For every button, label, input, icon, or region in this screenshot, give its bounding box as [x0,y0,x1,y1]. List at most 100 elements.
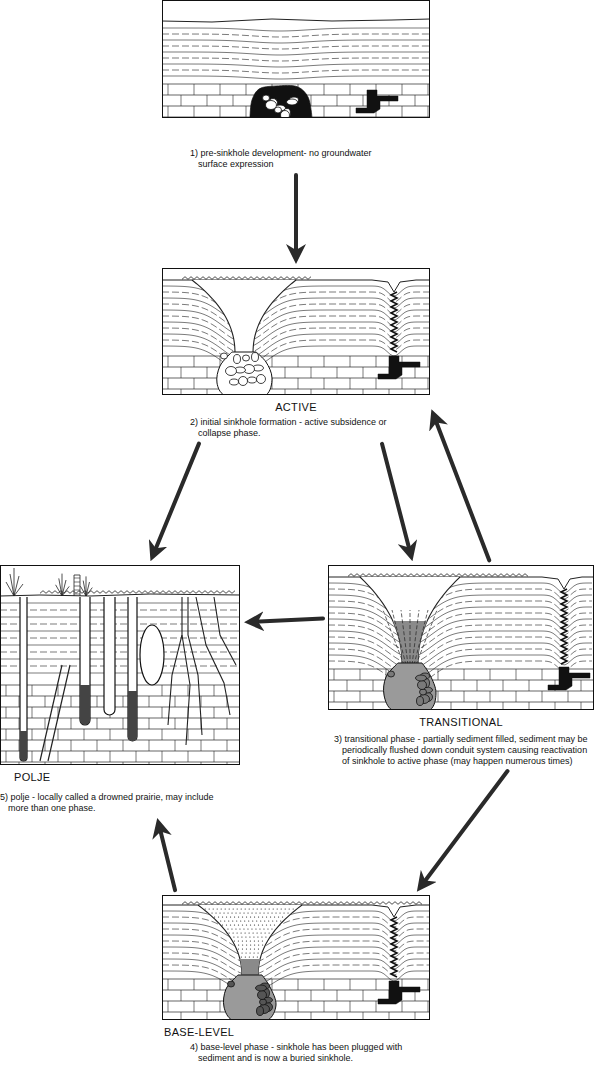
water-table [182,902,422,905]
rubble-block [388,671,395,677]
sediment-dot [254,940,255,941]
limestone-joint [6,685,7,696]
limestone-joint [402,106,403,117]
stratum-line [162,70,429,73]
sediment-layer [401,610,408,665]
limestone-joint [32,707,33,718]
sediment-dot [242,944,243,945]
sediment-dot [271,912,272,913]
panel-frame [163,1,430,118]
limestone-joint [19,718,20,729]
sediment-dot [231,912,232,913]
limestone-joint [464,669,465,680]
limestone-joint [220,979,221,990]
phase-panel: ACTIVE2) initial sinkhole formation - ac… [162,268,430,439]
stratum-line [162,947,429,969]
sediment-layer [410,610,411,665]
limestone-joint [181,1012,182,1020]
sediment-dot [209,908,210,909]
limestone-joint [337,367,338,378]
limestone-joint [402,84,403,95]
sediment-dot [283,912,284,913]
sediment-dot [278,916,279,917]
limestone-joint [428,84,429,95]
phase-arrow [153,444,199,556]
limestone-joint [438,669,439,680]
limestone-joint [149,740,150,751]
phase-caption: 4) base-level phase - sinkhole has been … [162,1042,410,1064]
sediment-dot [285,908,286,909]
sediment-dot [241,936,242,937]
limestone-joint [350,1001,351,1012]
sediment-dot [249,908,250,909]
stratum-line [328,649,592,675]
limestone-joint [581,702,582,710]
limestone-joint [168,356,169,367]
limestone-joint [97,740,98,751]
sediment-dot [246,916,247,917]
sediment-dot [254,916,255,917]
sediment-dot [281,908,282,909]
sinkhole-cross-section [162,0,430,118]
sediment-dot [238,944,239,945]
sediment-dot [258,940,259,941]
phase-arrow [382,444,411,555]
solution-pipe [128,597,137,741]
limestone-joint [503,680,504,691]
limestone-joint [162,707,163,718]
limestone-joint [233,95,234,106]
stratum-line [328,595,592,621]
limestone-joint [350,356,351,367]
sediment-dot [205,908,206,909]
limestone-joint [350,106,351,117]
stratum-line [328,625,592,651]
sediment-dot [223,912,224,913]
limestone-joint [337,1012,338,1020]
sediment-dot [249,952,250,953]
pipe-sediment [128,691,137,741]
sediment-dot [250,924,251,925]
sediment-dot [249,932,250,933]
limestone-joint [298,378,299,389]
limestone-joint [71,740,72,751]
root-channel [168,597,182,725]
limestone-joint [207,367,208,378]
limestone-joint [194,356,195,367]
limestone-joint [402,378,403,389]
sediment-dot [245,908,246,909]
sediment-dot [220,920,221,921]
sediment-dot [218,916,219,917]
sediment-dot [241,956,242,957]
rubble-block [281,111,290,119]
limestone-joint [45,718,46,729]
sinkhole-fill [198,905,302,977]
sediment-dot [230,916,231,917]
limestone-joint [428,1001,429,1012]
sediment-dot [262,924,263,925]
limestone-bed [0,729,240,730]
sediment-dot [235,912,236,913]
sediment-dot [245,952,246,953]
limestone-joint [363,95,364,106]
plant [62,574,63,596]
sediment-dot [258,924,259,925]
phase-caption: 2) initial sinkhole formation - active s… [162,417,392,439]
panel-frame [329,566,594,710]
limestone-joint [350,979,351,990]
plant [6,582,14,596]
sediment-dot [226,924,227,925]
limestone-joint [324,356,325,367]
limestone-joint [324,378,325,389]
limestone-joint [220,1001,221,1012]
stratum-line [162,911,429,933]
limestone-joint [490,669,491,680]
sinkhole-cross-section [328,565,594,710]
sediment-dot [257,952,258,953]
sediment-dot [265,936,266,937]
limestone-joint [428,979,429,990]
rubble-block [248,377,257,383]
rubble-block [257,1007,264,1016]
sediment-dot [234,940,235,941]
sediment-dot [236,920,237,921]
sediment-dot [267,928,268,929]
